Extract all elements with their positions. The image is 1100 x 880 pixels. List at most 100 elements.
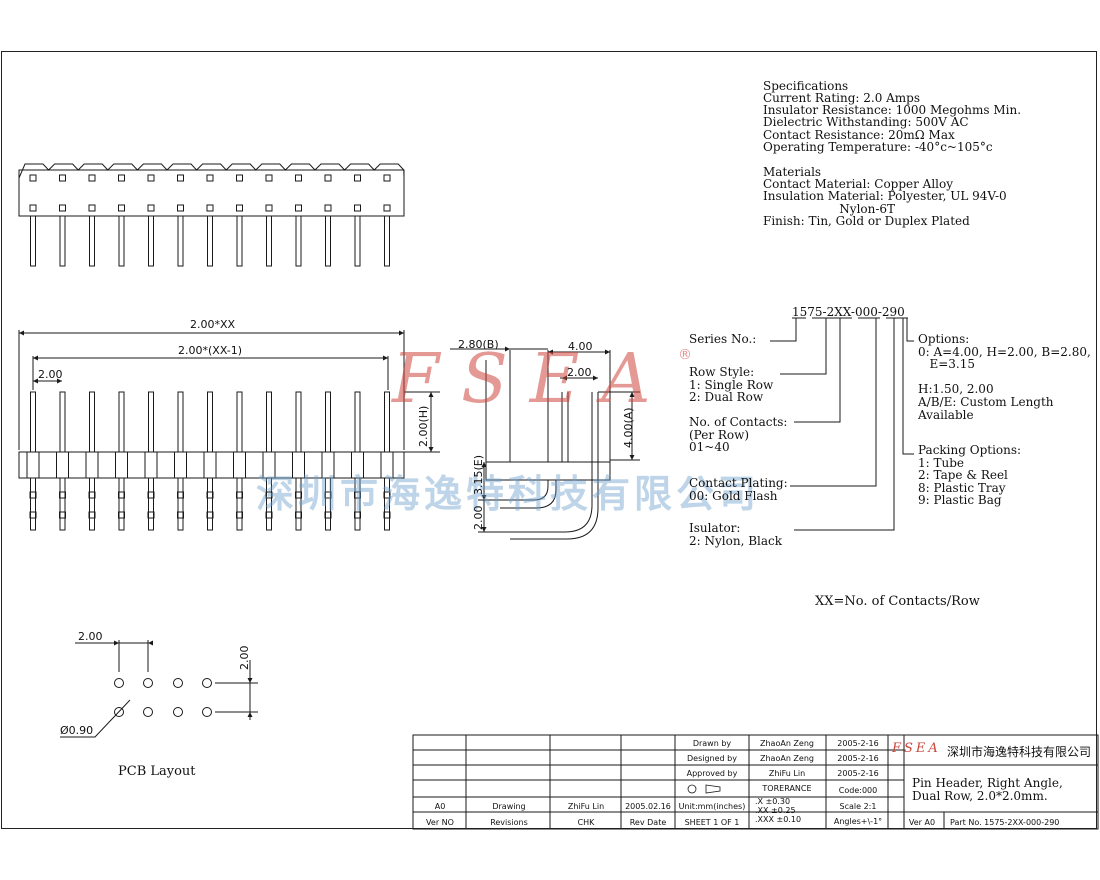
tb-rev-desc: Drawing (492, 802, 526, 811)
front-view-pin-mark (324, 491, 332, 499)
dim-two: 2.00 (567, 366, 592, 379)
top-view-pin-leg (148, 215, 154, 267)
front-view-pin-top (177, 391, 184, 453)
front-view-pin-mark (265, 491, 273, 499)
front-view-pin-mark (383, 491, 391, 499)
title-block-frame (412, 734, 1099, 830)
top-view-pin-square (29, 204, 37, 212)
leader-contacts (794, 318, 841, 423)
option-plating: Contact Plating: 00: Gold Flash (689, 476, 788, 503)
front-view-pin-top (295, 391, 302, 453)
top-view-body (18, 169, 405, 217)
tb-logo: FSEA (892, 741, 941, 756)
top-view-pin-square (59, 174, 66, 182)
pcb-hole (173, 707, 183, 717)
front-view-pin-shoulder (26, 451, 40, 479)
tb-title: Pin Header, Right Angle, Dual Row, 2.0*2… (912, 776, 1063, 803)
front-view-pin-shoulder (174, 451, 187, 479)
top-view-pin-square (177, 174, 184, 182)
front-view-pin-mark (29, 511, 37, 519)
pcb-hole (202, 678, 212, 688)
top-view-pin-square (354, 174, 361, 182)
dim-pcb-y: 2.00 (238, 645, 251, 671)
leader-options (906, 318, 914, 342)
leader-plating (790, 318, 877, 487)
dimension-arrow (114, 640, 119, 646)
front-view-pin-mark (354, 511, 361, 519)
tb-ver: Ver A0 (908, 818, 936, 827)
option-contacts: No. of Contacts: (Per Row) 01~40 (689, 415, 788, 455)
front-view-pin-top (207, 391, 213, 453)
tb-scale: Scale 2:1 (839, 802, 877, 811)
front-view-pin-mark (59, 491, 66, 499)
front-view-pin-mark (383, 511, 391, 519)
tb-rev-chk: ZhiFu Lin (567, 802, 605, 811)
option-row-style: Row Style: 1: Single Row 2: Dual Row (689, 365, 774, 405)
front-view-pin-mark (59, 511, 66, 519)
front-view-pin-top (354, 391, 361, 453)
dim-four: 4.00 (568, 340, 593, 353)
dim-total-width: 2.00*XX (190, 318, 236, 331)
pcb-hole (202, 707, 212, 717)
tb-drawn-label: Drawn by (692, 739, 732, 748)
spec-line: Operating Temperature: -40°c~105°c (763, 140, 993, 154)
dimension-arrow (548, 349, 553, 355)
front-view-pin-mark (177, 511, 184, 519)
tb-h-chk: CHK (577, 818, 595, 827)
front-view-pin-mark (295, 491, 302, 499)
top-view-pin-square (147, 204, 155, 212)
pcb-hole (114, 707, 124, 717)
top-view-pin-leg (384, 215, 390, 267)
specifications-heading: Specifications (763, 79, 849, 93)
front-view-pin-bottom (236, 477, 243, 531)
front-view-pin-top (30, 391, 36, 453)
spec-line: Insulator Resistance: 1000 Megohms Min. (763, 103, 1022, 117)
leader-series (770, 318, 797, 342)
watermark-registered: ® (678, 347, 692, 363)
top-view-pin-leg (325, 215, 331, 267)
dim-b: 2.80(B) (458, 338, 499, 351)
part-code: 1575-2XX-000-290 (792, 305, 905, 319)
top-view-pin-leg (236, 215, 243, 267)
dimension-arrow (481, 495, 487, 500)
top-view-pin-leg (295, 215, 302, 267)
watermark-company: 深圳市海逸特科技有限公司 (256, 471, 761, 516)
tb-units: Unit:mm(inches) (678, 802, 746, 811)
dimension-arrow (428, 392, 434, 397)
top-view-pin-leg (89, 215, 95, 267)
front-view-pin-shoulder (203, 451, 217, 479)
dimension-arrow (148, 640, 153, 646)
tb-approved-date: 2005-2-16 (837, 769, 879, 778)
projection-symbol (705, 784, 721, 794)
front-view-pin-shoulder (292, 451, 305, 479)
front-view-pin-mark (118, 491, 125, 499)
projection-symbol (687, 784, 697, 794)
tb-tol-2: .XX ±0.25 (755, 806, 796, 815)
tb-designed-label: Designed by (687, 754, 737, 763)
front-view-pin-shoulder (351, 451, 364, 479)
dimension-arrow (629, 455, 635, 460)
top-view-pin-leg (354, 215, 361, 267)
side-view-pin-inner (500, 480, 557, 509)
tb-drawn-name: ZhaoAn Zeng (760, 739, 814, 748)
top-view-outline (18, 163, 405, 179)
option-packing: Packing Options: 1: Tube 2: Tape & Reel … (918, 443, 1022, 508)
side-view-pin-upper (561, 392, 569, 462)
top-view-pin-leg (59, 215, 66, 267)
option-insulator: Isulator: 2: Nylon, Black (689, 521, 782, 548)
dimension-arrow (383, 355, 388, 361)
front-view-pin-mark (118, 511, 125, 519)
material-line: Nylon-6T (763, 202, 896, 216)
xx-note: XX=No. of Contacts/Row (815, 594, 980, 609)
front-view-pin-mark (206, 511, 214, 519)
top-view-pin-square (147, 174, 155, 182)
dimension-arrow (33, 355, 38, 361)
spec-line: Dielectric Withstanding: 500V AC (763, 115, 969, 129)
front-view-pin-shoulder (321, 451, 335, 479)
front-view-pin-bottom (207, 477, 213, 531)
material-line: Contact Material: Copper Alloy (763, 177, 954, 191)
top-view-pin-square (236, 204, 243, 212)
front-view-pin-shoulder (56, 451, 69, 479)
tb-tol-3: .XXX ±0.10 (755, 815, 802, 824)
